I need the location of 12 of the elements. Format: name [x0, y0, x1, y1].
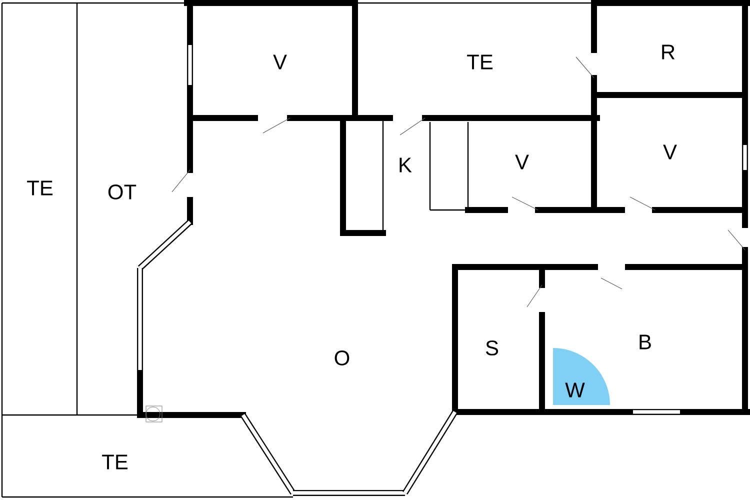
room-label: V [515, 154, 529, 170]
room-label: R [662, 44, 675, 60]
room-label: V [663, 144, 677, 160]
room-label: TE [102, 454, 128, 470]
room-label: S [486, 340, 498, 356]
room-label: OT [108, 184, 136, 200]
room-label: TE [467, 54, 493, 70]
shower-area: W [553, 348, 610, 405]
room-label: TE [27, 180, 53, 196]
room-label: O [334, 350, 350, 366]
room-label: V [273, 54, 287, 70]
room-label: K [400, 158, 412, 172]
